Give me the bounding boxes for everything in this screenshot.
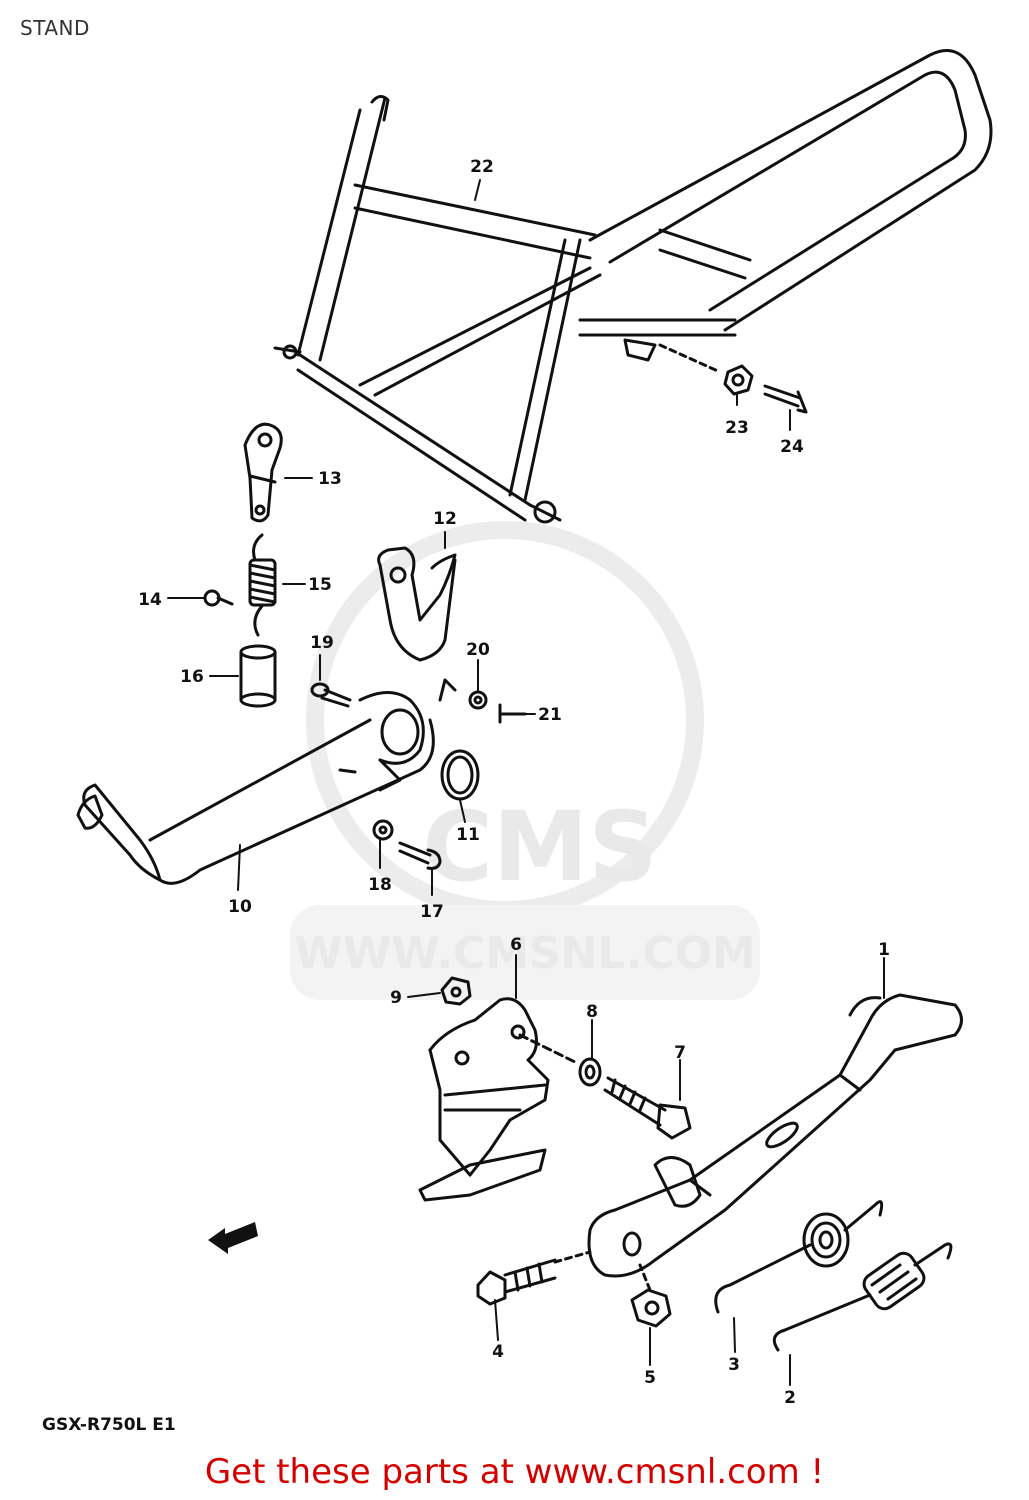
watermark-url: WWW.CMSNL.COM	[294, 928, 756, 979]
part-label-16: 16	[180, 667, 204, 687]
screw-14	[203, 589, 234, 607]
collar-16	[239, 644, 277, 708]
part-label-8: 8	[586, 1002, 598, 1022]
parts-shop-link[interactable]: Get these parts at www.cmsnl.com !	[204, 1452, 825, 1492]
part-label-20: 20	[466, 640, 490, 660]
pedal-arm-10	[76, 691, 435, 885]
part-label-5: 5	[644, 1368, 656, 1388]
part-label-11: 11	[456, 825, 480, 845]
spring-15	[248, 533, 277, 637]
nut-18	[372, 819, 394, 841]
part-label-22: 22	[470, 157, 494, 177]
page-title: STAND	[20, 16, 90, 40]
part-label-15: 15	[308, 575, 332, 595]
part-label-4: 4	[492, 1342, 504, 1362]
part-label-2: 2	[784, 1388, 796, 1408]
bolt-4	[476, 1250, 592, 1306]
bolt-7	[603, 1076, 692, 1140]
washer-20	[438, 678, 488, 710]
part-label-9: 9	[390, 988, 402, 1008]
center-stand-frame	[273, 49, 993, 524]
part-label-6: 6	[510, 935, 522, 955]
part-label-10: 10	[228, 897, 252, 917]
side-stand-1	[587, 993, 963, 1278]
pin-19	[310, 682, 352, 708]
part-label-1: 1	[878, 940, 890, 960]
spring-3	[714, 1200, 884, 1314]
bolt-24	[763, 384, 808, 414]
bracket-12	[377, 546, 457, 662]
part-label-7: 7	[674, 1043, 686, 1063]
washer-8	[578, 1057, 602, 1087]
watermark-brand: CMS	[422, 791, 657, 903]
bracket-plate-6	[418, 997, 577, 1202]
leader-lines	[167, 179, 885, 1386]
part-label-13: 13	[318, 469, 342, 489]
part-label-14: 14	[138, 590, 162, 610]
part-label-18: 18	[368, 875, 392, 895]
oring-11	[440, 749, 480, 801]
nut-23	[658, 343, 754, 396]
nut-5	[630, 1263, 672, 1328]
part-labels: 1 2 3 4 5 6 7 8 9 10 11 12 13 14 15 16 1…	[138, 157, 890, 1408]
bracket-13	[243, 422, 283, 523]
model-code-label: GSX-R750L E1	[42, 1415, 176, 1435]
part-label-19: 19	[310, 633, 334, 653]
front-arrow-icon	[208, 1222, 258, 1254]
part-label-23: 23	[725, 418, 749, 438]
bolt-17	[398, 841, 442, 870]
part-label-24: 24	[780, 437, 804, 457]
part-label-17: 17	[420, 902, 444, 922]
part-label-12: 12	[433, 509, 457, 529]
part-label-3: 3	[728, 1355, 740, 1375]
spring-2	[772, 1242, 953, 1352]
watermark: CMS WWW.CMSNL.COM	[290, 521, 760, 1000]
part-label-21: 21	[538, 705, 562, 725]
nut-9	[440, 976, 472, 1006]
